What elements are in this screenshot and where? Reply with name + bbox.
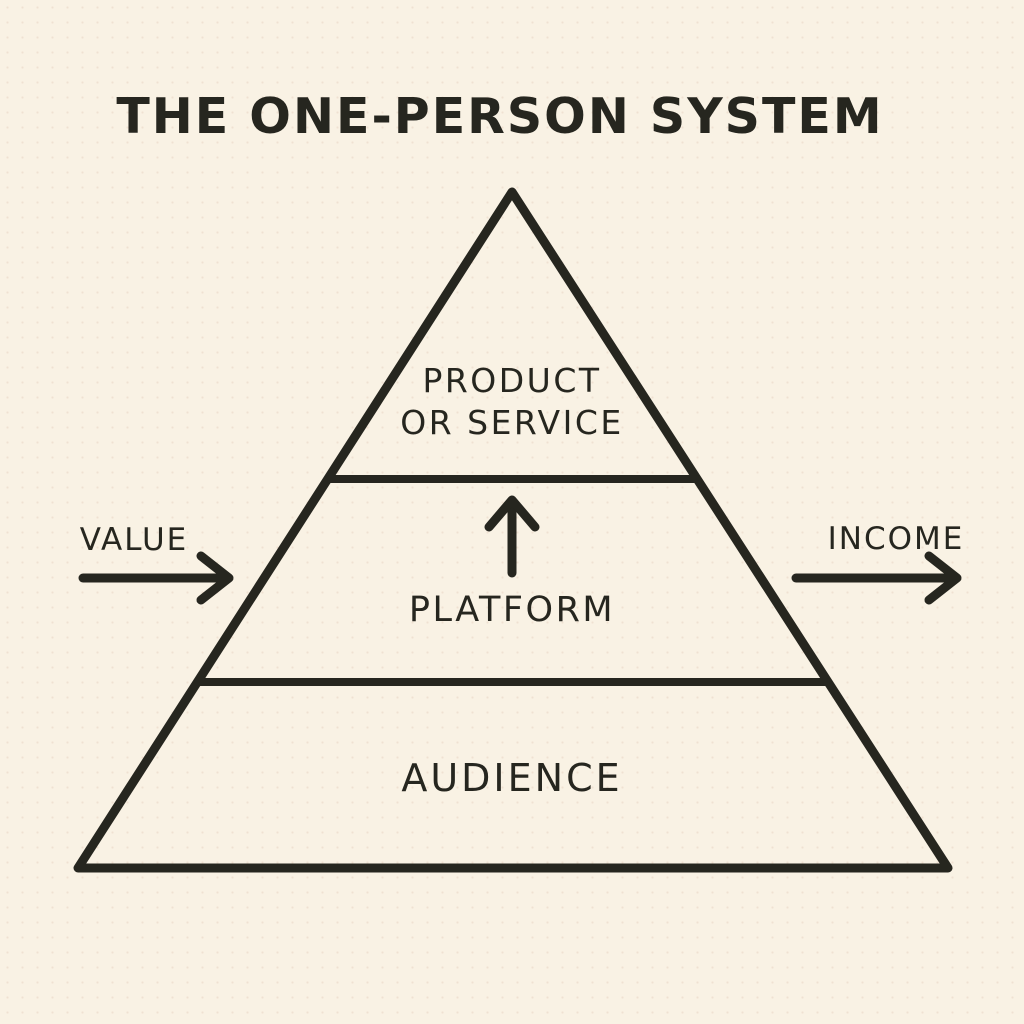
tier-label-audience: AUDIENCE — [401, 756, 623, 800]
tier-label-platform: PLATFORM — [408, 590, 616, 630]
value-label: VALUE — [79, 522, 189, 558]
up-arrow-icon — [484, 495, 540, 578]
page-title: THE ONE-PERSON SYSTEM — [116, 88, 884, 145]
tier-label-product-or-service: PRODUCT OR SERVICE — [312, 360, 712, 444]
income-right-arrow-icon — [791, 551, 962, 605]
value-right-arrow-icon — [78, 551, 234, 605]
tier-label-product-line1: PRODUCT — [422, 361, 602, 400]
tier-label-product-line2: OR SERVICE — [400, 403, 624, 442]
pyramid-outline — [73, 187, 953, 873]
income-label: INCOME — [827, 521, 965, 557]
